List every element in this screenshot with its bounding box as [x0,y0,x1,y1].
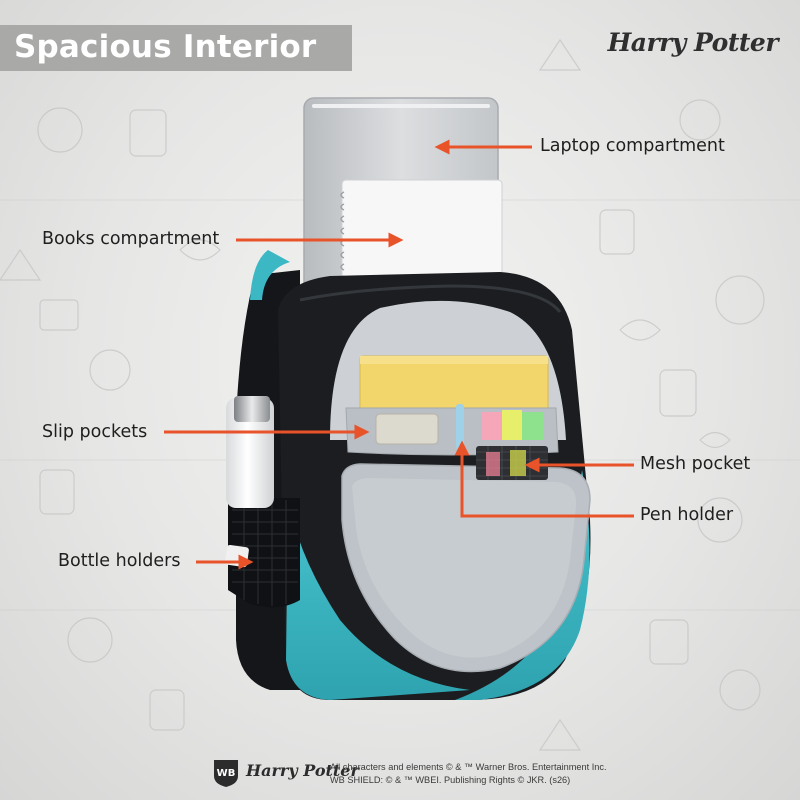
legal-line-1: All characters and elements © & ™ Warner… [330,762,607,772]
arrow-pen [454,440,634,518]
legal-line-2: WB SHIELD: © & ™ WBEI. Publishing Rights… [330,775,571,785]
wb-logo-text: WB [217,768,236,779]
footer-harry-potter-logo: Harry Potter [246,761,359,780]
wb-shield-icon: WB [214,760,238,787]
harry-potter-logo: Harry Potter [607,28,779,57]
label-laptop-compartment: Laptop compartment [540,136,725,156]
label-mesh-pocket: Mesh pocket [640,454,751,474]
label-slip-pockets: Slip pockets [42,422,148,442]
label-bottle-holders: Bottle holders [58,551,181,571]
label-books-compartment: Books compartment [42,229,220,249]
legal-notice: All characters and elements © & ™ Warner… [330,761,607,787]
footer: WB Harry Potter All characters and eleme… [0,752,800,796]
title-banner: Spacious Interior [0,25,352,71]
page-title: Spacious Interior [14,29,317,65]
label-pen-holder: Pen holder [640,505,734,525]
